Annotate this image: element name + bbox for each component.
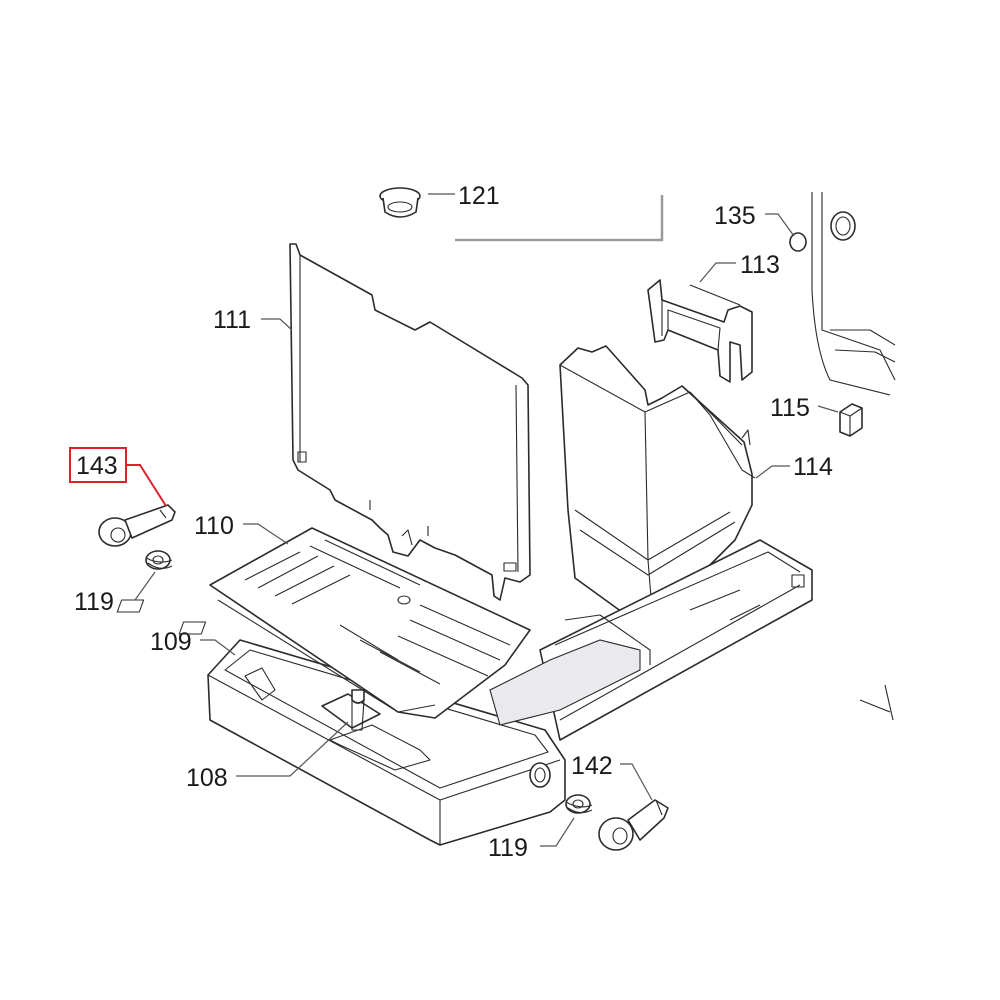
label-111: 111: [213, 306, 251, 334]
leader-135: [765, 213, 795, 237]
leader-111: [261, 318, 293, 331]
part-113-bracket: [647, 279, 753, 383]
leader-115: [817, 405, 839, 413]
leader-108: [236, 721, 349, 777]
highlight-leader-143: [126, 464, 167, 507]
part-115-block: [839, 403, 863, 437]
part-108-float: [321, 689, 431, 771]
label-119-left: 119: [74, 588, 114, 616]
part-110-drip-grid: [116, 527, 531, 719]
reference-frame-line: [455, 195, 664, 242]
leader-113: [699, 262, 736, 283]
label-115: 115: [770, 394, 810, 422]
label-142: 142: [571, 752, 613, 780]
part-119-spring-right: [565, 794, 593, 814]
label-135: 135: [714, 202, 756, 230]
part-121-valve: [379, 187, 421, 218]
part-135-oring: [789, 232, 807, 252]
grid-slots: [116, 539, 511, 685]
leader-109: [200, 639, 236, 656]
base-tray-body: [539, 539, 894, 741]
leader-119-left: [124, 571, 156, 601]
leader-119-right: [540, 817, 575, 847]
part-114-container: [559, 345, 756, 613]
leader-110: [243, 523, 289, 545]
label-119-right: 119: [488, 834, 528, 862]
part-119-spring-left: [145, 550, 173, 570]
part-143-latch: [98, 504, 176, 547]
part-142-latch: [598, 799, 669, 851]
label-114: 114: [793, 453, 833, 481]
label-143: 143: [76, 452, 118, 480]
housing-right-side: [811, 192, 896, 396]
part-109-drip-tray: [207, 614, 651, 846]
label-108: 108: [186, 764, 228, 792]
leader-114: [755, 465, 790, 479]
leader-142: [620, 763, 653, 801]
label-113: 113: [740, 251, 780, 279]
label-109: 109: [150, 628, 192, 656]
label-110: 110: [194, 512, 234, 540]
label-121: 121: [458, 182, 500, 210]
part-111-back-panel: [289, 243, 531, 601]
